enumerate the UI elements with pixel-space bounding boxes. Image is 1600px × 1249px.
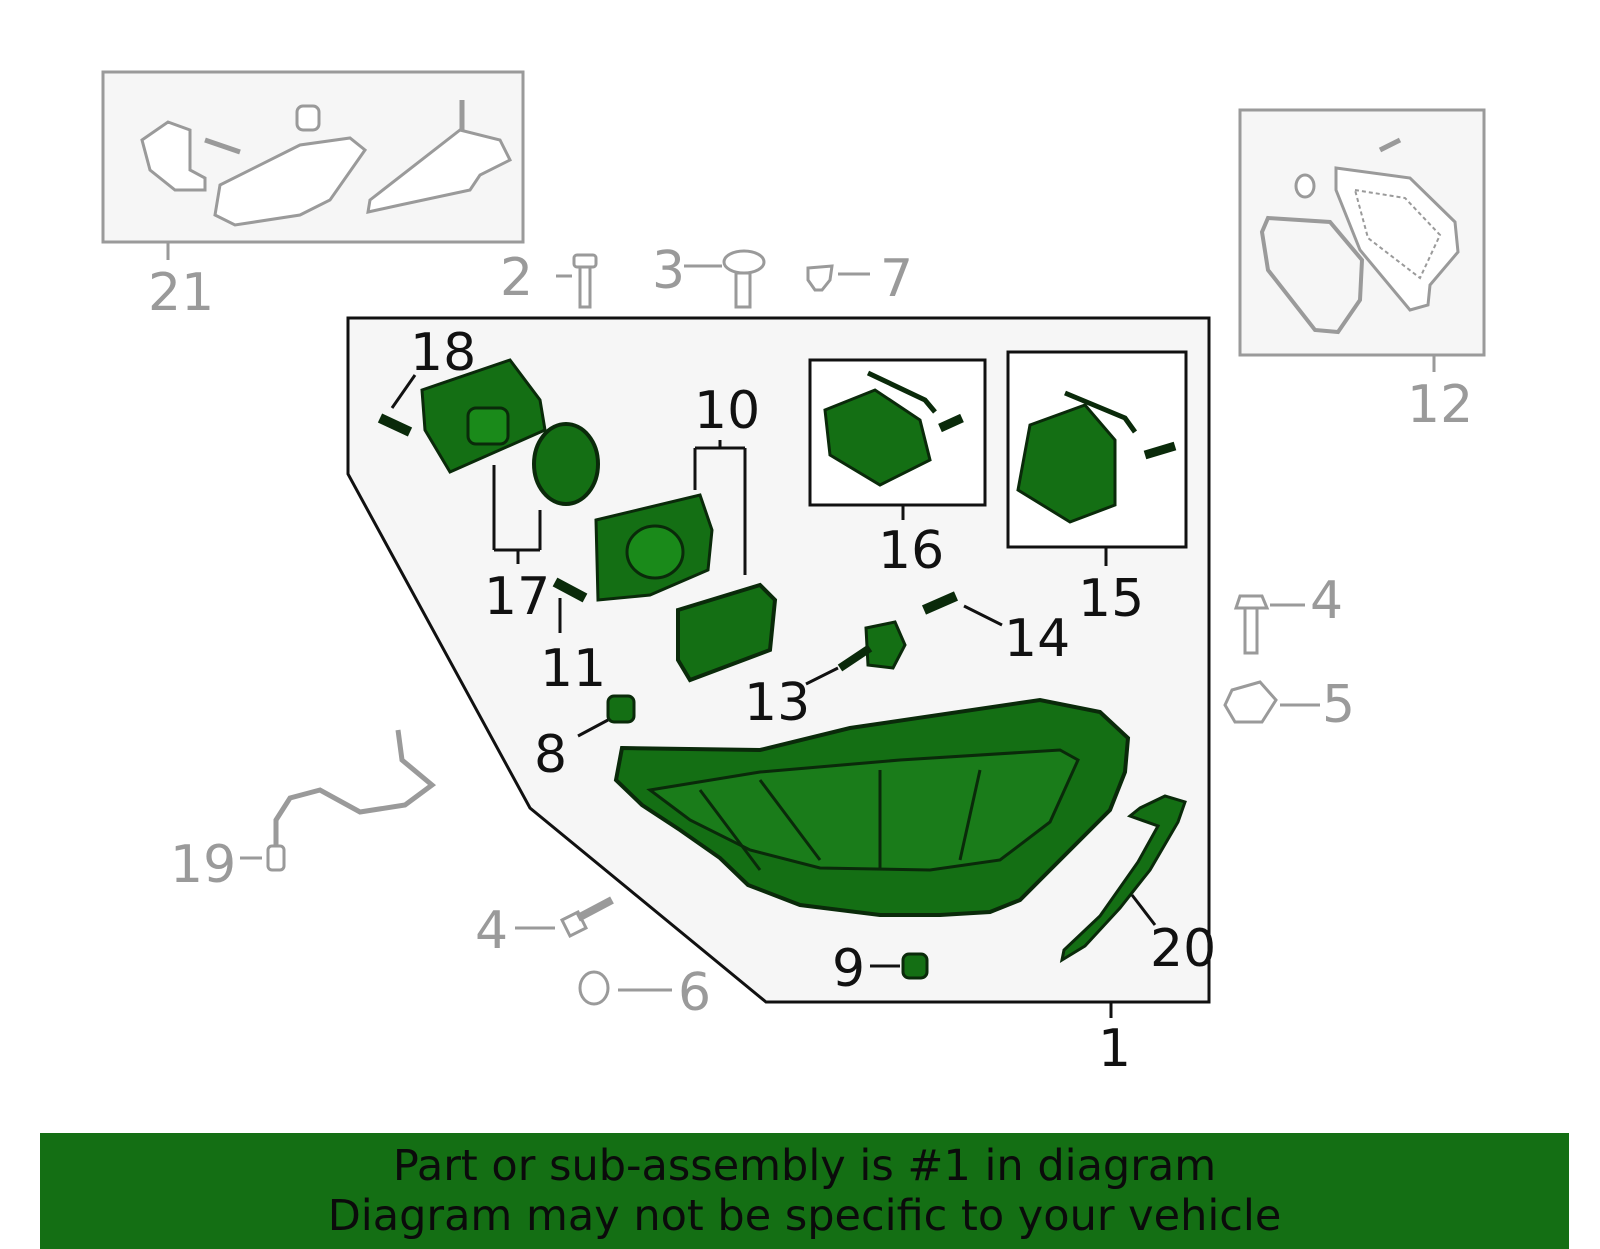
part-9-grommet[interactable] [901,952,929,980]
callout-18: 18 [410,323,476,383]
callout-19: 19 [170,835,236,895]
leader-lines-black [390,374,1157,1018]
callout-16: 16 [878,521,944,581]
callout-14: 14 [1004,609,1070,669]
part-20-trim-strip[interactable] [1059,794,1187,964]
part-18-led-module[interactable] [420,358,547,474]
part-10-reflector-housing[interactable] [594,493,714,602]
callout-4-right: 4 [1310,571,1343,631]
callout-1: 1 [1098,1019,1131,1079]
callout-4-left: 4 [475,901,508,961]
callout-15: 15 [1078,569,1144,629]
part-17-gasket[interactable] [532,422,600,506]
part-12-cover-kit[interactable] [1238,108,1486,372]
part-15-control-module[interactable] [1006,350,1188,566]
callout-12: 12 [1407,375,1473,435]
callout-5: 5 [1322,675,1355,735]
part-4-bolt-right[interactable] [1233,594,1270,655]
part-16-control-module[interactable] [808,358,987,520]
callout-2: 2 [500,248,533,308]
part-10-lens-gasket[interactable] [676,582,778,683]
part-21-bracket-kit[interactable] [101,70,525,260]
part-7-clip[interactable] [806,264,834,292]
part-5-nut[interactable] [1223,680,1278,724]
callout-11: 11 [540,639,606,699]
part-4-bolt-left[interactable] [559,896,614,939]
callout-8: 8 [534,725,567,785]
info-banner: Part or sub-assembly is #1 in diagram Di… [40,1133,1569,1249]
callout-6: 6 [678,963,711,1023]
banner-line-1: Part or sub-assembly is #1 in diagram [392,1141,1217,1191]
part-11-screw[interactable] [552,577,588,603]
callout-7: 7 [880,249,913,309]
callout-17: 17 [484,567,550,627]
part-19-connector [266,844,286,872]
leader-lines-grey [240,264,1320,992]
part-6-grommet[interactable] [578,970,610,1006]
callout-10: 10 [694,381,760,441]
part-19-hose[interactable] [273,729,437,855]
part-3-screw[interactable] [722,249,766,309]
callout-9: 9 [832,939,865,999]
part-1-headlamp-assembly[interactable] [613,697,1131,917]
banner-line-2: Diagram may not be specific to your vehi… [327,1191,1282,1241]
part-14-screw[interactable] [921,591,959,615]
part-18-screw[interactable] [377,413,413,437]
part-8-grommet[interactable] [606,694,636,724]
callout-13: 13 [744,673,810,733]
callout-21: 21 [148,263,214,323]
callout-20: 20 [1150,919,1216,979]
part-2-bolt[interactable] [572,253,598,309]
callout-3: 3 [652,241,685,301]
part-13-bulb-socket[interactable] [837,620,907,672]
